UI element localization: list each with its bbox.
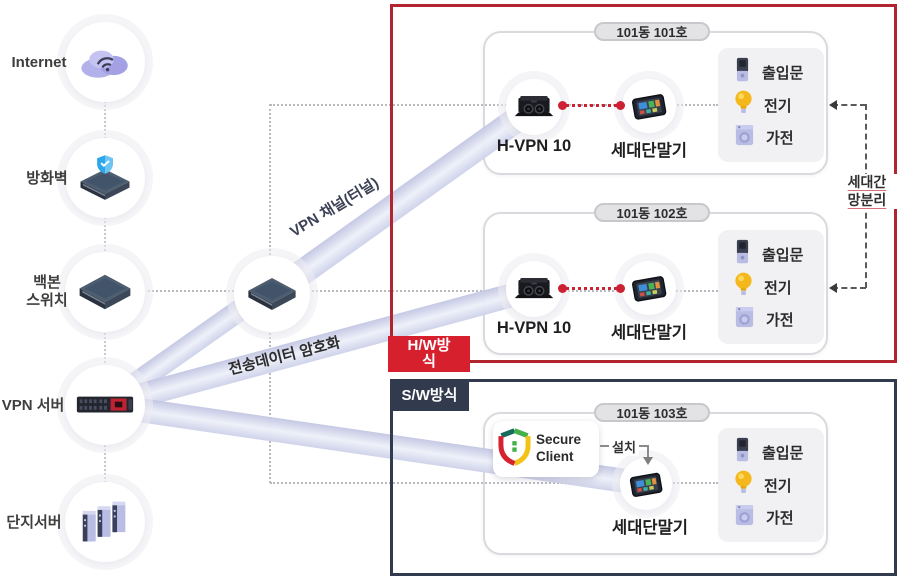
terminal-node-102	[622, 261, 676, 315]
link-endpoint	[616, 284, 625, 293]
separation-arrowhead-bottom	[824, 283, 837, 293]
install-arrowhead	[643, 457, 653, 470]
unit1-network-line	[270, 104, 718, 106]
backbone-switch-node	[65, 252, 145, 332]
appliance-row: 가전	[733, 304, 824, 336]
sw-section-tag: S/W방식	[390, 381, 469, 411]
appliance-row: 가전	[733, 122, 824, 154]
link-endpoint	[558, 101, 567, 110]
lightbulb-icon	[733, 469, 754, 501]
washer-icon	[733, 304, 756, 336]
hvpn-device-icon	[512, 275, 556, 303]
secure-client-card: Secure Client	[493, 421, 599, 477]
appliance-label: 전기	[764, 477, 792, 495]
server-rack-icon	[77, 497, 133, 547]
vpn-server-icon	[75, 391, 135, 419]
firewall-node	[65, 138, 145, 218]
lightbulb-icon	[733, 89, 754, 121]
washer-icon	[733, 502, 756, 534]
hvpn-node-102	[506, 261, 562, 317]
distribution-switch-node	[234, 256, 310, 332]
hw-section-tag: H/W방식	[388, 336, 470, 372]
lightbulb-icon	[733, 271, 754, 303]
unit-title-102: 101동 102호	[594, 203, 710, 222]
vpn-server-node	[65, 365, 145, 445]
wallpad-terminal-icon	[629, 90, 669, 122]
appliance-row: 출입문	[733, 56, 824, 89]
install-label: 설치	[609, 437, 639, 456]
appliance-label: 가전	[766, 312, 794, 330]
unit3-network-line	[270, 482, 718, 484]
vpn-link-102	[561, 287, 623, 290]
hvpn-device-icon	[512, 93, 556, 121]
appliance-row: 전기	[733, 89, 824, 121]
hvpn-label-101: H-VPN 10	[496, 137, 572, 155]
internet-label: Internet	[11, 54, 67, 71]
unit-title-103: 101동 103호	[594, 403, 710, 422]
appliance-row: 전기	[733, 271, 824, 303]
appliance-label: 전기	[764, 97, 792, 115]
appliance-row: 가전	[733, 502, 824, 534]
appliance-panel-102: 출입문 전기 가전	[718, 230, 824, 344]
sw-section-box	[390, 379, 897, 576]
appliance-label: 출입문	[762, 445, 804, 463]
firewall-icon	[77, 153, 133, 203]
appliance-row: 출입문	[733, 238, 824, 271]
washer-icon	[733, 122, 756, 154]
appliance-row: 전기	[733, 469, 824, 501]
terminal-label-101: 세대단말기	[611, 142, 687, 160]
door-icon	[733, 238, 752, 271]
hvpn-node-101	[506, 79, 562, 135]
secure-client-shield-icon	[498, 427, 531, 471]
unit-title-101: 101동 101호	[594, 22, 710, 41]
separation-arrowhead-top	[824, 100, 837, 110]
appliance-label: 출입문	[762, 247, 804, 265]
separation-label: 세대간 망분리	[836, 174, 898, 209]
door-icon	[733, 436, 752, 469]
vpn-server-label: VPN 서버	[1, 397, 65, 414]
firewall-label: 방화벽	[26, 170, 68, 187]
link-endpoint	[558, 284, 567, 293]
door-icon	[733, 56, 752, 89]
appliance-label: 출입문	[762, 65, 804, 83]
wallpad-terminal-icon	[629, 272, 669, 304]
appliance-label: 전기	[764, 279, 792, 297]
vpn-link-101	[561, 104, 623, 107]
internet-node	[65, 22, 145, 102]
switch-icon	[76, 271, 134, 313]
appliance-panel-103: 출입문 전기 가전	[718, 428, 824, 542]
hvpn-label-102: H-VPN 10	[496, 319, 572, 337]
separation-arrow-line-bottom	[832, 287, 866, 289]
appliance-label: 가전	[766, 510, 794, 528]
appliance-row: 출입문	[733, 436, 824, 469]
appliance-panel-101: 출입문 전기 가전	[718, 48, 824, 162]
terminal-label-102: 세대단말기	[611, 324, 687, 342]
appliance-label: 가전	[766, 130, 794, 148]
install-connector-drop	[647, 445, 649, 457]
terminal-label-103: 세대단말기	[612, 519, 688, 537]
internet-cloud-icon	[77, 42, 133, 82]
terminal-node-103	[620, 458, 672, 510]
backbone-switch-label: 백본 스위치	[26, 274, 68, 309]
terminal-node-101	[622, 79, 676, 133]
complex-server-label: 단지서버	[6, 514, 62, 531]
complex-server-node	[65, 482, 145, 562]
backbone-to-units-line	[143, 290, 718, 292]
switch-icon	[245, 274, 299, 314]
separation-arrow-line-top	[832, 104, 866, 106]
secure-client-label: Secure Client	[536, 432, 582, 464]
wallpad-terminal-icon	[627, 469, 665, 499]
link-endpoint	[616, 101, 625, 110]
